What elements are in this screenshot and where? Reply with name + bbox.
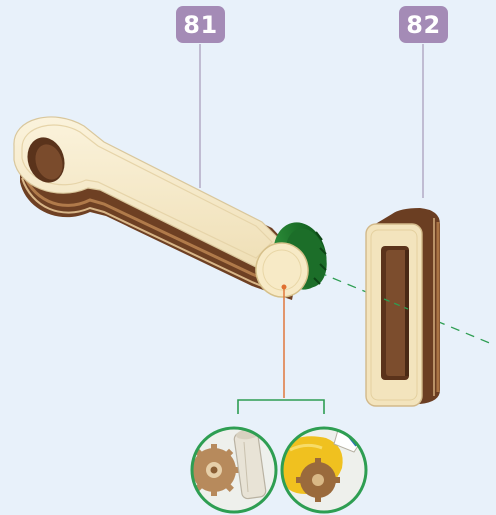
connecting-rod-part [14, 117, 334, 301]
slot-link-part [366, 208, 440, 406]
part-number-badge-81: 81 [176, 6, 225, 43]
detail-pointer [238, 289, 324, 414]
part-number-badge-82: 82 [399, 6, 448, 43]
detail-magnifier-glue [282, 428, 366, 512]
detail-magnifier-gear [188, 427, 276, 512]
